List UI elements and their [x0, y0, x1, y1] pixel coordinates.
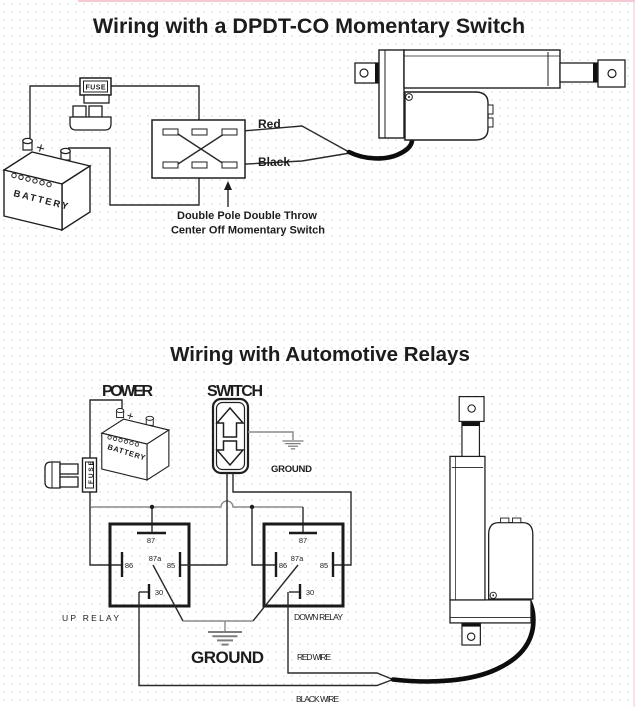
- fuse-top-label: FUSE: [86, 85, 106, 92]
- annotation-line2: Center Off Momentary Switch: [171, 225, 325, 237]
- down-relay-armature: [252, 564, 299, 622]
- down-relay-87: 87: [299, 536, 307, 545]
- relay-title: Wiring with Automotive Relays: [170, 343, 470, 366]
- down-relay-label: DOWN RELAY: [294, 612, 343, 622]
- power-label: POWER: [102, 383, 153, 400]
- up-relay-30: 30: [155, 588, 163, 597]
- switch-wires: [226, 431, 352, 566]
- dpdt-wires: [29, 85, 351, 206]
- crossover-wire-2: [177, 133, 225, 165]
- battery-bottom: BATTERY: [101, 407, 170, 481]
- fuse-bottom-label: FUSE: [88, 460, 95, 484]
- linear-actuator-top: [354, 49, 626, 141]
- switch-terminals: [162, 128, 238, 169]
- fuse-holder-bottom: [44, 461, 79, 489]
- rocker-switch: [211, 397, 250, 475]
- black-output-line: [138, 592, 394, 687]
- down-relay-87a: 87a: [291, 554, 304, 563]
- relay-diagram: Wiring with Automotive Relays POWER SWIT…: [44, 343, 536, 704]
- linear-actuator-bottom: [449, 395, 534, 646]
- up-arrow-icon: [215, 406, 245, 438]
- up-relay-87a: 87a: [149, 554, 162, 563]
- dpdt-annotation: Double Pole Double Throw Center Off Mome…: [171, 181, 325, 237]
- up-relay: 87 86 85 87a 30 UP RELAY: [62, 522, 227, 623]
- switch-ground-label: GROUND: [271, 464, 312, 475]
- center-ground-label: GROUND: [191, 648, 264, 667]
- black-wire-tag: BLACK WIRE: [296, 694, 339, 704]
- battery-top: BATTERY: [3, 137, 91, 231]
- red-wire-line: [236, 125, 350, 153]
- red-wire-tag: RED WIRE: [297, 652, 331, 662]
- fuse-holder-top: [69, 105, 112, 131]
- up-relay-87: 87: [147, 536, 155, 545]
- black-wire-line: [236, 152, 351, 166]
- switch-ground: GROUND: [271, 440, 312, 475]
- actuator-cable-top: [346, 138, 415, 161]
- annotation-line1: Double Pole Double Throw: [177, 210, 317, 222]
- arrow-up-icon: [224, 181, 232, 190]
- fuse-top: FUSE: [69, 77, 112, 131]
- dpdt-switch-box: [151, 119, 246, 179]
- power-bus-wire: [90, 500, 303, 508]
- down-relay-86: 86: [279, 561, 287, 570]
- up-relay-armature: [152, 564, 184, 622]
- up-relay-85: 85: [167, 561, 175, 570]
- output-wires: RED WIRE BLACK WIRE: [138, 592, 394, 704]
- down-relay-85: 85: [320, 561, 328, 570]
- red-output-line: [287, 592, 394, 681]
- fuse-bottom: FUSE: [44, 457, 98, 493]
- up-relay-86: 86: [125, 561, 133, 570]
- dpdt-diagram: Wiring with a DPDT-CO Momentary Switch B…: [3, 14, 626, 237]
- center-ground: GROUND: [183, 620, 264, 667]
- power-wires: [89, 399, 304, 566]
- down-arrow-icon: [215, 440, 245, 467]
- dpdt-title: Wiring with a DPDT-CO Momentary Switch: [93, 14, 525, 38]
- switch-label: SWITCH: [207, 383, 263, 400]
- down-relay: 87 86 85 87a 30 DOWN RELAY: [252, 522, 345, 622]
- down-relay-30: 30: [306, 588, 314, 597]
- up-relay-label: UP RELAY: [62, 613, 119, 623]
- black-wire-label: Black: [258, 155, 290, 169]
- red-wire-label: Red: [258, 117, 281, 131]
